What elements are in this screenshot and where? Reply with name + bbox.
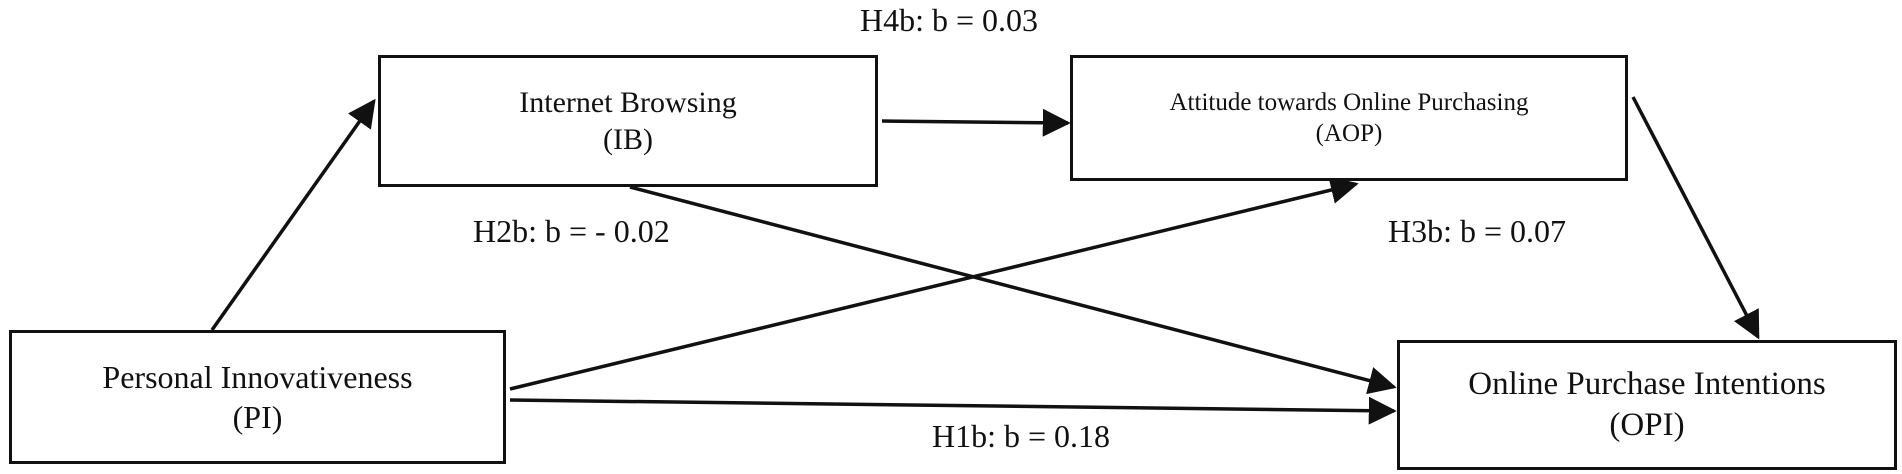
edge-label-h1b: H1b: b = 0.18 [932,418,1111,454]
node-opi-name: Online Purchase Intentions [1468,365,1826,402]
node-internet-browsing: Internet Browsing (IB) [378,55,878,187]
edge-label-h4b: H4b: b = 0.03 [860,2,1039,38]
node-personal-innovativeness: Personal Innovativeness (PI) [9,330,506,464]
node-aop-name: Attitude towards Online Purchasing [1169,88,1529,116]
arrow-ib-to-aop [881,108,1071,137]
node-attitude-online-purchasing: Attitude towards Online Purchasing (AOP) [1070,55,1628,181]
arrow-aop-to-opi [1631,96,1760,340]
edge-label-h3b: H3b: b = 0.07 [1388,213,1567,249]
node-ib-abbr: (IB) [603,123,653,156]
node-online-purchase-intentions: Online Purchase Intentions (OPI) [1397,340,1897,470]
node-aop-abbr: (AOP) [1315,120,1383,147]
arrow-ib-to-opi [629,185,1397,395]
edge-label-h2b: H2b: b = - 0.02 [473,213,670,249]
node-pi-name: Personal Innovativeness [102,359,413,395]
arrow-pi-to-aop [509,176,1359,391]
node-ib-name: Internet Browsing [519,85,737,119]
node-opi-abbr: (OPI) [1609,407,1685,443]
arrow-pi-to-ib [210,98,376,332]
arrow-pi-to-opi [509,396,1397,425]
node-pi-abbr: (PI) [232,399,283,435]
